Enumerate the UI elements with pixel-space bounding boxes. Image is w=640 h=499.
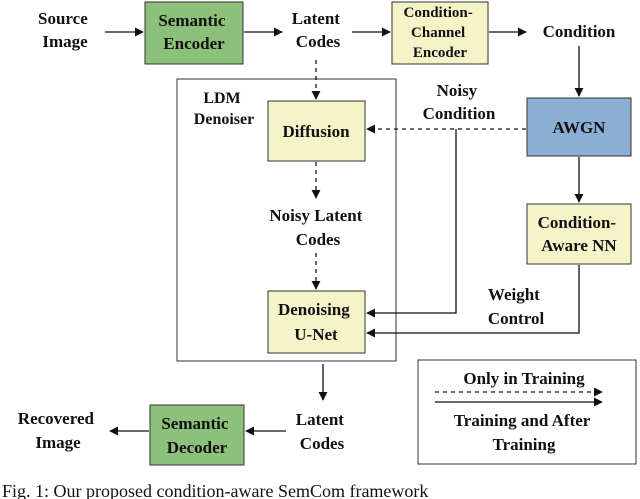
weight-control-label: Weight Control [488,285,545,328]
arrow-awgn-to-unet [366,129,457,318]
denoising-unet-label: Denoising U-Net [278,300,354,344]
condition-label: Condition [543,22,616,41]
arrow-cann-to-unet [366,265,580,338]
awgn-label: AWGN [553,118,607,137]
noisy-latent-codes-label: Noisy Latent Codes [269,206,366,249]
legend-training-only-label: Only in Training [463,369,585,388]
recovered-image-label: Recovered Image [18,409,98,452]
diffusion-label: Diffusion [282,122,350,141]
condition-channel-encoder-box [391,1,489,65]
awgn-box [526,97,632,157]
noisy-condition-label: Noisy Condition [423,81,496,123]
condition-aware-nn-label: Condition- Aware NN [538,213,621,255]
latent-codes-top-label: Latent Codes [292,9,344,51]
condition-channel-encoder-label: Condition- Channel Encoder [404,5,477,61]
ldm-denoiser-frame [176,78,397,362]
latent-codes-bottom-label: Latent Codes [296,410,348,453]
ldm-denoiser-label: LDM Denoiser [194,90,254,128]
figure-caption: Fig. 1: Our proposed condition-aware Sem… [2,481,428,499]
condition-aware-nn-box [526,203,632,265]
semantic-decoder-box [149,404,245,466]
semantic-encoder-box [144,1,244,65]
semantic-decoder-label: Semantic Decoder [161,414,232,457]
source-image-label: Source Image [38,9,92,51]
diffusion-box [267,100,366,162]
legend-box [417,359,637,465]
semantic-encoder-label: Semantic Encoder [158,11,229,53]
legend-training-and-after-label: Training and After Training [454,411,595,454]
denoising-unet-box [267,290,366,354]
